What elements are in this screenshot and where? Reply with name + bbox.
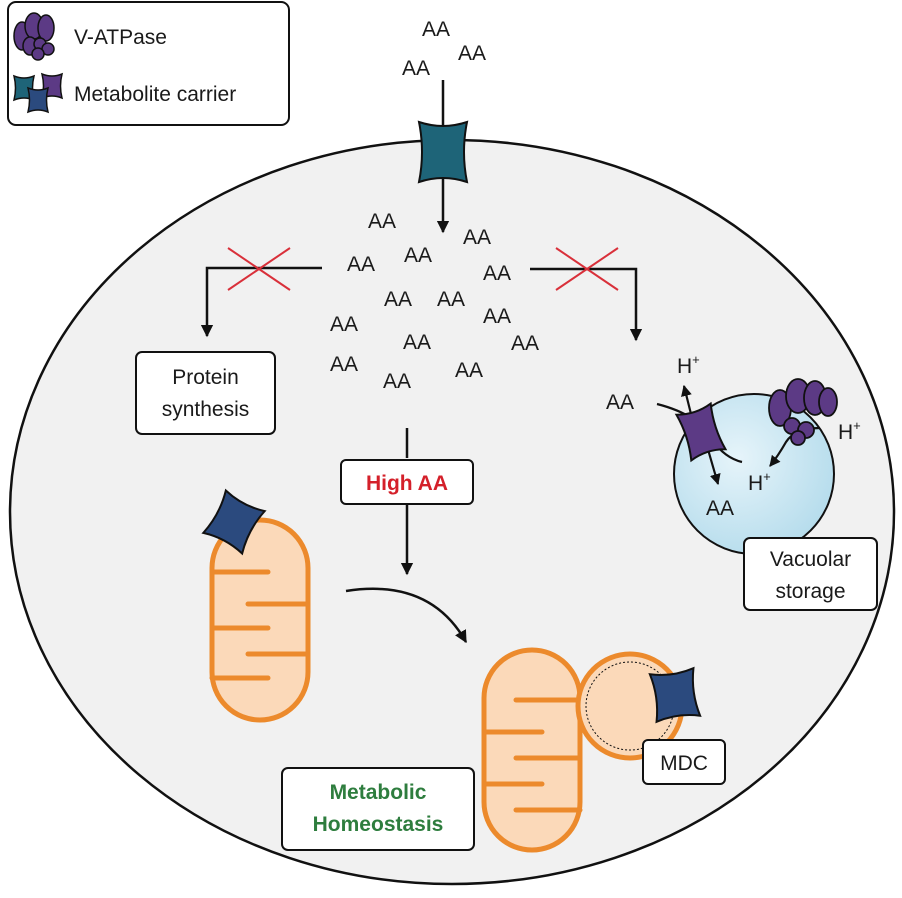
aa-vacuole-stored: AA [706,497,734,520]
proton-label-3: H+ [748,469,771,495]
aa-pool-item: AA [347,253,375,276]
aa-pool-item: AA [368,210,396,233]
proton-label-2: H+ [838,418,861,444]
metabolic-line2: Homeostasis [313,813,444,836]
vacuolar-storage-box [743,537,878,611]
aa-pool-item: AA [463,226,491,249]
protein-synthesis-arrow [200,266,322,338]
aa-pool-item: AA [437,288,465,311]
legend-carrier-label: Metabolite carrier [74,83,236,106]
vatpase-legend-icon [13,12,55,61]
proton-label-1: H+ [677,352,700,378]
mdc-carrier-icon [648,666,702,724]
mdc-box [642,739,726,785]
vatpase-icon [768,378,838,446]
protein-synthesis-box [135,351,276,435]
mitochondrion-right [481,647,583,853]
aa-pool-item: AA [483,305,511,328]
inhibit-cross-right [555,247,619,291]
legend-vatpase-label: V-ATPase [74,26,167,49]
aa-pool-item: AA [330,353,358,376]
protein-synthesis-line1: Protein [172,366,239,389]
carrier-legend-icon [12,72,64,114]
aa-pool-item: AA [383,370,411,393]
aa-pool-item: AA [511,332,539,355]
aa-outside-2: AA [458,42,486,65]
high-aa-label: High AA [366,472,448,495]
aa-outside-3: AA [402,57,430,80]
inhibit-cross-left [227,247,291,291]
vacuole-carrier-icon [674,401,728,463]
mito-carrier-icon [201,488,267,556]
aa-pool-item: AA [455,359,483,382]
aa-outside-1: AA [422,18,450,41]
vacuole-arrow [530,267,643,342]
aa-pool-item: AA [384,288,412,311]
aa-pool-item: AA [483,262,511,285]
metabolic-line1: Metabolic [330,781,427,804]
protein-synthesis-line2: synthesis [162,398,250,421]
vacuolar-storage-line2: storage [775,580,845,603]
mdc-label: MDC [660,752,708,775]
aa-pool: AA AA AA AA AA AA AA AA AA AA AA AA AA A… [330,210,539,393]
membrane-carrier-icon [418,121,468,183]
vacuolar-storage-line1: Vacuolar [770,548,851,571]
aa-pool-item: AA [404,244,432,267]
legend: V-ATPase Metabolite carrier [7,1,290,126]
mitochondrion-left [209,517,311,723]
aa-pool-item: AA [403,331,431,354]
aa-pool-item: AA [330,313,358,336]
transition-arrow [345,587,468,644]
aa-vacuole-in: AA [606,391,634,414]
metabolic-homeostasis-box [281,767,475,851]
